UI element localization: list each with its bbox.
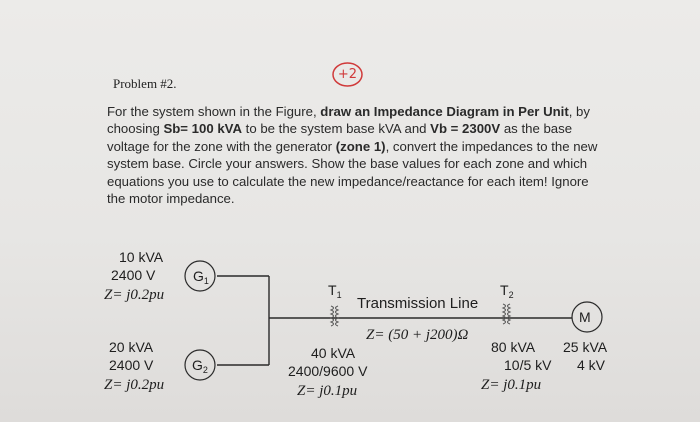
score-text: +2 — [337, 67, 358, 82]
t1-symbol: T1 — [328, 282, 342, 300]
g1-voltage: 2400 V — [111, 267, 156, 283]
t2-symbol: T2 — [500, 282, 514, 300]
handwritten-circle-icon — [332, 62, 363, 87]
generator-g2: 20 kVA 2400 V Z= j0.2pu G2 — [104, 339, 216, 393]
t2-voltage: 10/5 kV — [504, 357, 552, 373]
g1-rating: 10 kVA — [119, 249, 164, 265]
generator-g1: 10 kVA 2400 V Z= j0.2pu G1 — [104, 249, 216, 303]
motor-symbol: M — [579, 309, 591, 325]
t1-rating: 40 kVA — [311, 345, 356, 361]
t2-coil-icon — [501, 303, 512, 325]
problem-heading: Problem #2. — [113, 76, 177, 91]
g2-symbol: G2 — [192, 357, 208, 375]
transformer-t1: T1 40 kVA 2400/9600 V Z= j0.1pu — [288, 282, 368, 399]
g2-rating: 20 kVA — [109, 339, 154, 355]
line-label: Transmission Line — [357, 295, 478, 312]
g2-circle-icon — [184, 349, 216, 381]
motor-circle-icon — [571, 301, 603, 333]
base-voltage: Vb = 2300V — [430, 121, 501, 137]
motor: M 25 kVA 4 kV — [563, 301, 608, 373]
transformer-t2: T2 80 kVA 10/5 kV Z= j0.1pu — [481, 282, 552, 393]
base-kva: Sb= 100 kVA — [163, 121, 243, 137]
motor-rating: 25 kVA — [563, 339, 608, 355]
line-impedance: Z= (50 + j200)Ω — [366, 327, 468, 343]
motor-voltage: 4 kV — [577, 357, 606, 373]
score-mark: +2 — [331, 61, 364, 88]
g1-impedance: Z= j0.2pu — [104, 287, 164, 303]
zone-label: (zone 1) — [335, 138, 386, 154]
transmission-line: Transmission Line Z= (50 + j200)Ω — [357, 295, 478, 343]
t2-rating: 80 kVA — [491, 339, 536, 355]
g2-impedance: Z= j0.2pu — [104, 377, 164, 393]
task-emphasis: draw an Impedance Diagram in Per Unit — [320, 104, 569, 119]
t1-coil-icon — [329, 305, 340, 327]
wiring — [217, 275, 572, 366]
t1-impedance: Z= j0.1pu — [297, 383, 357, 399]
g1-symbol: G1 — [193, 268, 209, 286]
g2-voltage: 2400 V — [109, 357, 154, 373]
t1-voltage: 2400/9600 V — [288, 363, 368, 379]
problem-statement: For the system shown in the Figure, draw… — [107, 104, 598, 207]
t2-impedance: Z= j0.1pu — [481, 377, 541, 393]
g1-circle-icon — [184, 260, 216, 292]
